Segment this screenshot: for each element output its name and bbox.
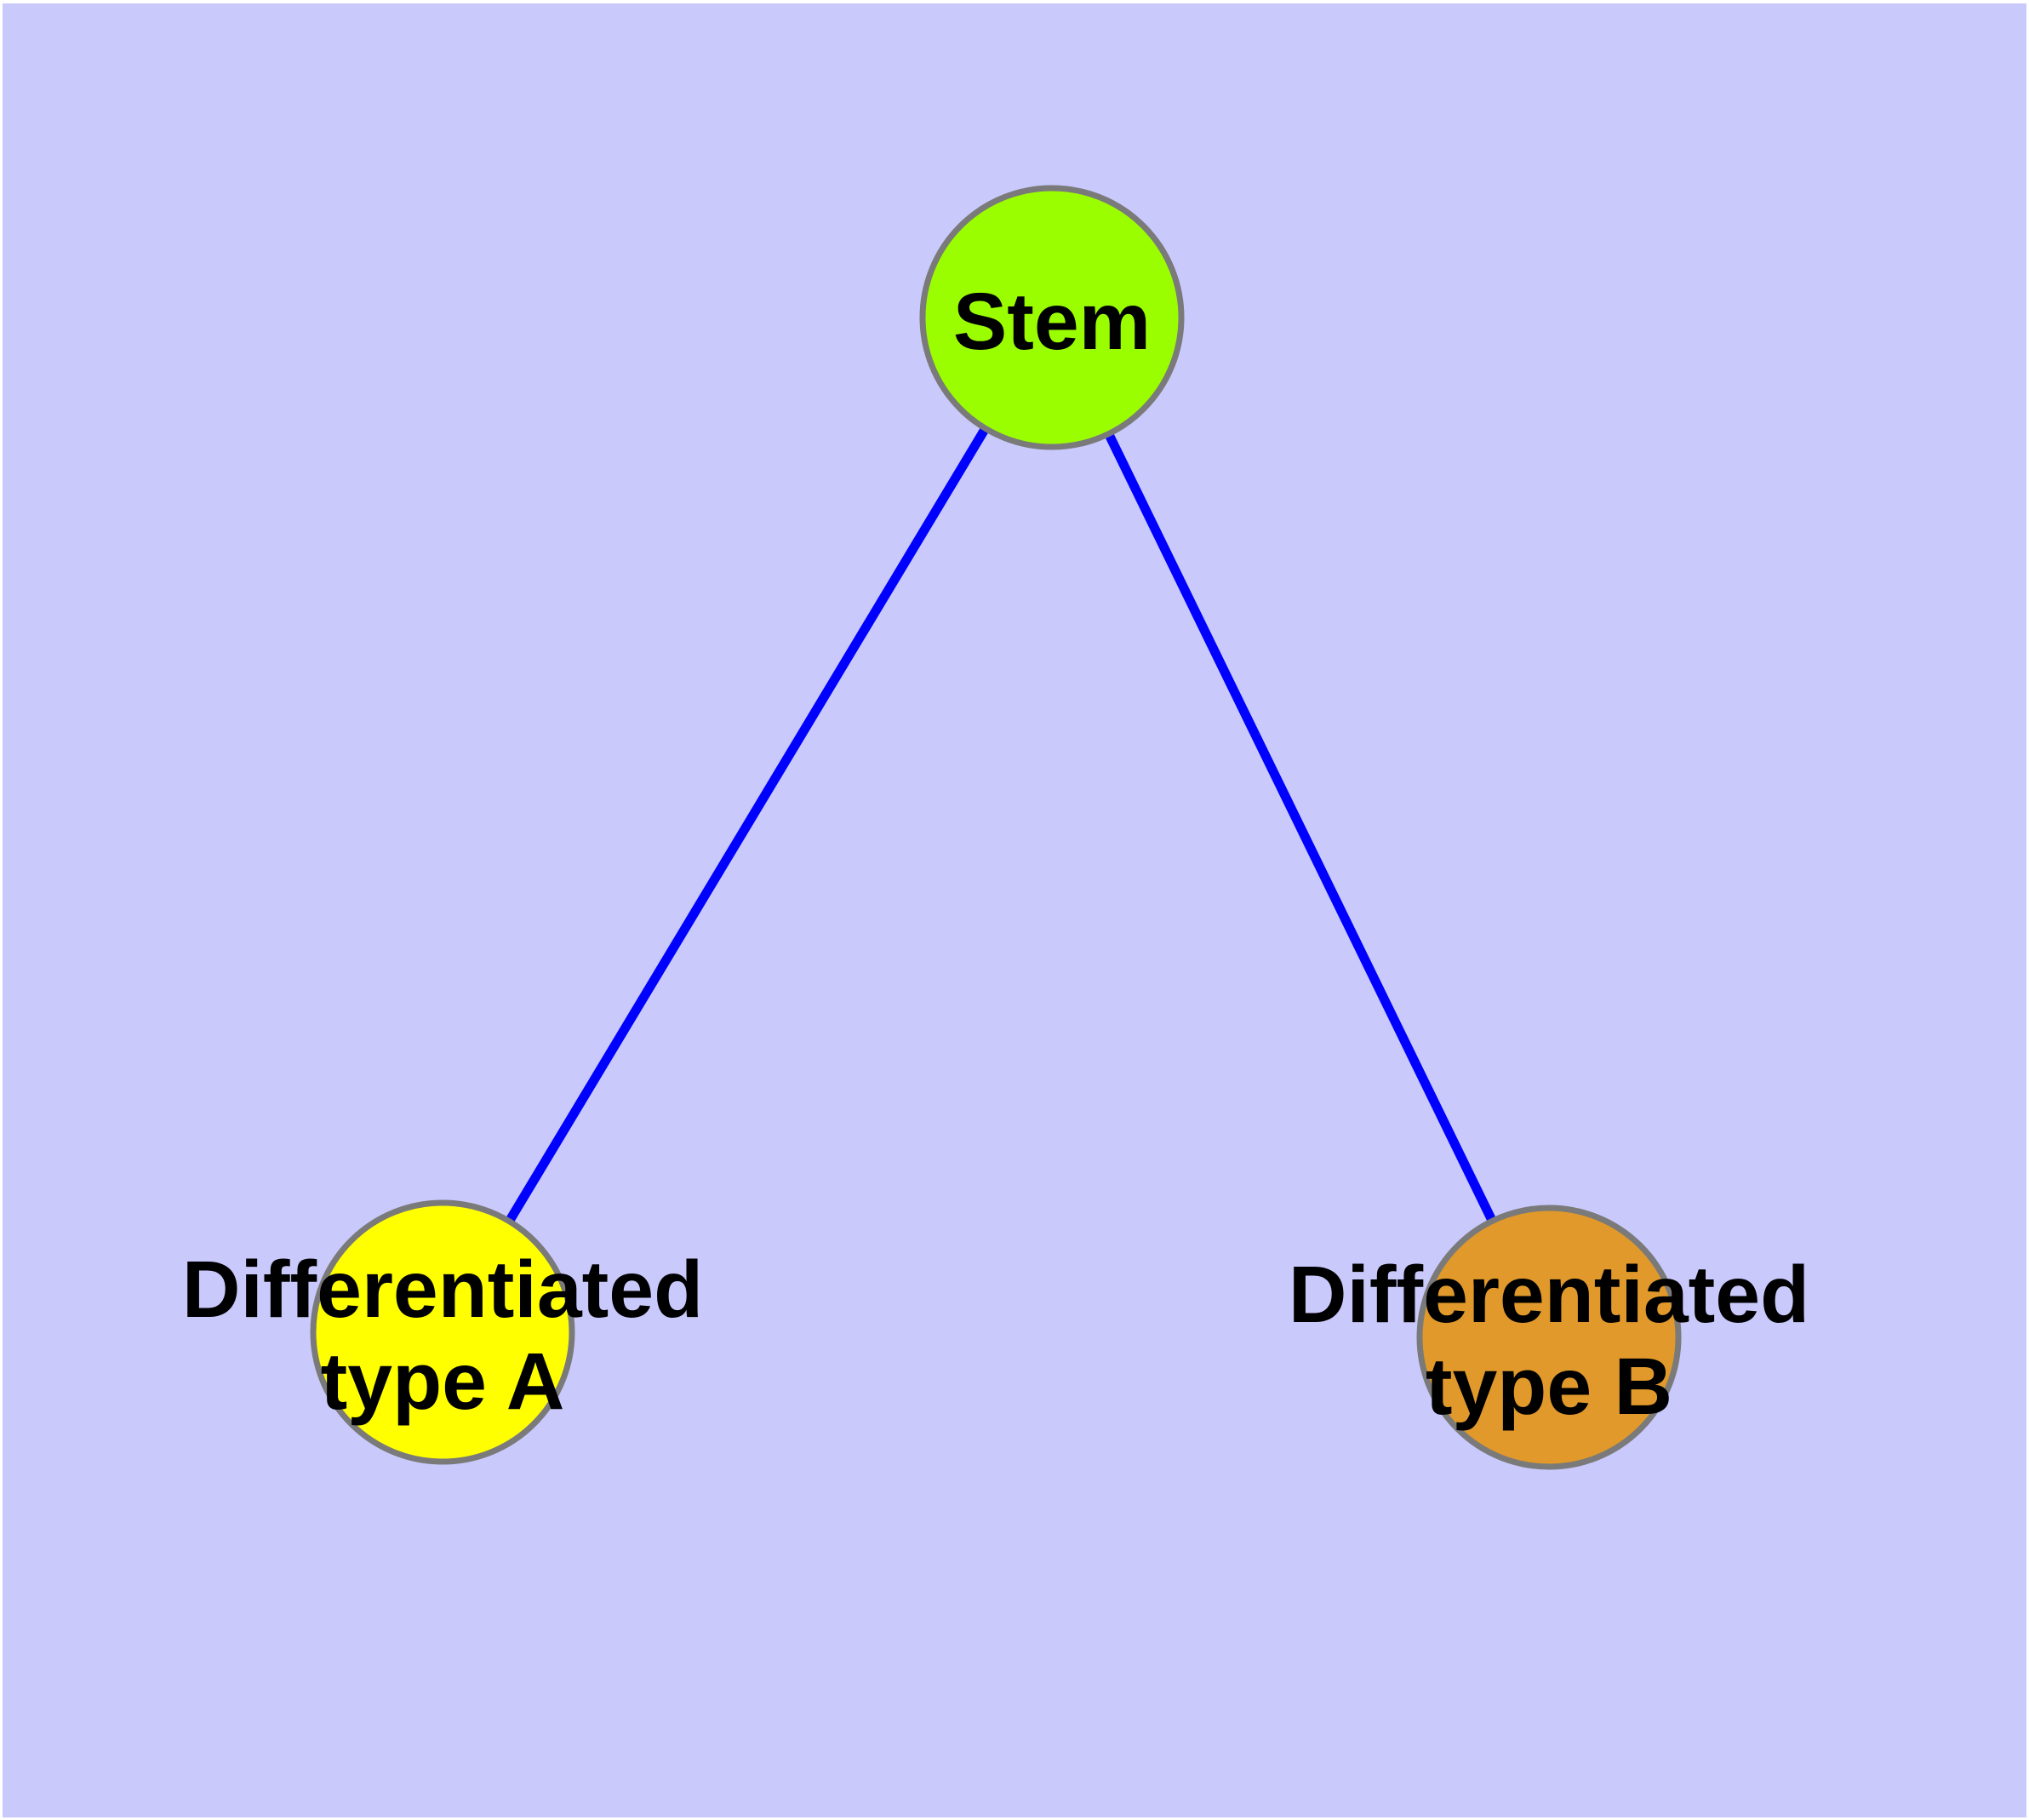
node-typeB-label-line2: type B	[1426, 1342, 1672, 1432]
node-stem-label: Stem	[953, 277, 1151, 367]
node-typeA-label-line2: type A	[321, 1336, 565, 1427]
node-stem-circle	[919, 185, 1185, 450]
node-typeA-circle	[310, 1199, 575, 1465]
edge-group	[438, 315, 1553, 1340]
node-typeB-label-line1: Differentiated	[1289, 1250, 1809, 1340]
edge-stem-to-typeA	[438, 315, 1056, 1335]
node-typeA-label-line1: Differentiated	[182, 1245, 703, 1335]
node-stem: Stem	[919, 185, 1185, 450]
edge-stem-to-typeB	[1048, 315, 1553, 1340]
node-typeA: Differentiated type A	[182, 1199, 703, 1465]
node-typeB-circle	[1416, 1205, 1682, 1470]
node-typeB: Differentiated type B	[1289, 1205, 1809, 1470]
